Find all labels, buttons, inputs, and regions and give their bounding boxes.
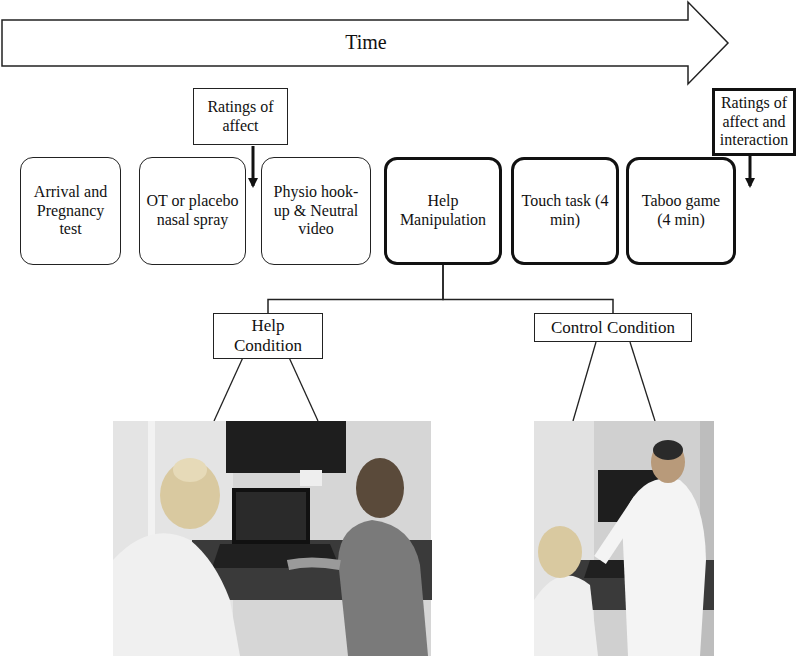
node-label: Ratings of affect bbox=[199, 98, 282, 135]
step-box: Physio hook-up & Neutral video bbox=[261, 157, 371, 265]
step-box: Touch task (4 min) bbox=[511, 157, 619, 265]
time-arrow: Time bbox=[0, 0, 732, 86]
branch-connector bbox=[443, 265, 613, 313]
node-label: Taboo game (4 min) bbox=[634, 192, 728, 229]
node-label: Ratings of affect and interaction bbox=[720, 94, 788, 150]
node-label: Arrival and Pregnancy test bbox=[26, 183, 115, 239]
control-photo bbox=[534, 421, 714, 656]
node-label: OT or placebo nasal spray bbox=[145, 192, 240, 229]
step-box: OT or placebo nasal spray bbox=[139, 157, 246, 265]
node-label: Help Condition bbox=[219, 316, 317, 356]
leader-line bbox=[630, 342, 655, 421]
step-box: Taboo game (4 min) bbox=[626, 157, 736, 265]
rating-box: Ratings of affect and interaction bbox=[712, 88, 796, 156]
node-label: Physio hook-up & Neutral video bbox=[267, 183, 365, 239]
step-box: Arrival and Pregnancy test bbox=[20, 157, 121, 265]
condition-box: Help Condition bbox=[213, 313, 323, 359]
node-label: Help Manipulation bbox=[392, 192, 494, 229]
condition-box: Control Condition bbox=[534, 313, 692, 342]
branch-connector bbox=[268, 265, 443, 313]
node-label: Touch task (4 min) bbox=[519, 192, 611, 229]
leader-line bbox=[573, 342, 596, 421]
help-photo bbox=[113, 421, 432, 656]
node-label: Time bbox=[345, 31, 387, 54]
rating-box: Ratings of affect bbox=[193, 88, 288, 145]
timing-arrow bbox=[252, 146, 255, 186]
node-label: Control Condition bbox=[551, 318, 675, 338]
step-box: Help Manipulation bbox=[384, 157, 502, 265]
